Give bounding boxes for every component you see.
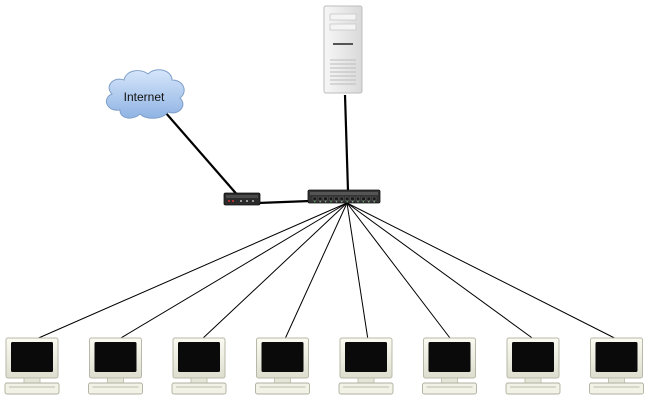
workstation[interactable] [589,337,644,395]
link-switch-workstation [346,202,452,341]
workstation[interactable] [4,337,60,395]
computer-monitor-icon [589,337,644,395]
server[interactable] [323,5,363,94]
internet-label: Internet [124,90,165,104]
workstation[interactable] [505,337,561,395]
link-switch-workstation [33,202,348,341]
router[interactable] [223,192,261,206]
computer-monitor-icon [4,337,60,395]
computer-monitor-icon [338,337,394,395]
network-switch[interactable] [307,189,381,204]
computer-monitor-icon [88,337,143,395]
workstation[interactable] [171,337,227,395]
router-icon [223,192,261,206]
computer-monitor-icon [171,337,227,395]
link-switch-workstation [346,202,619,341]
link-internet-router [164,111,241,199]
link-server-switch [343,94,350,192]
workstation[interactable] [422,337,477,395]
link-router-switch [257,199,311,205]
network-switch-icon [307,189,381,204]
link-switch-workstation [346,202,369,341]
link-switch-workstation [346,202,536,341]
computer-monitor-icon [255,337,310,395]
link-switch-workstation [200,202,348,341]
workstation[interactable] [255,337,310,395]
cloud-icon [105,69,185,119]
link-switch-workstation [284,202,348,341]
connection-lines [164,94,350,205]
workstation-links [33,202,619,341]
workstation[interactable] [88,337,143,395]
workstation[interactable] [338,337,394,395]
computer-monitor-icon [422,337,477,395]
computer-monitor-icon [505,337,561,395]
link-switch-workstation [117,202,348,341]
workstations [4,337,644,395]
server-tower-icon [323,5,363,94]
internet-cloud[interactable]: Internet [105,69,185,119]
